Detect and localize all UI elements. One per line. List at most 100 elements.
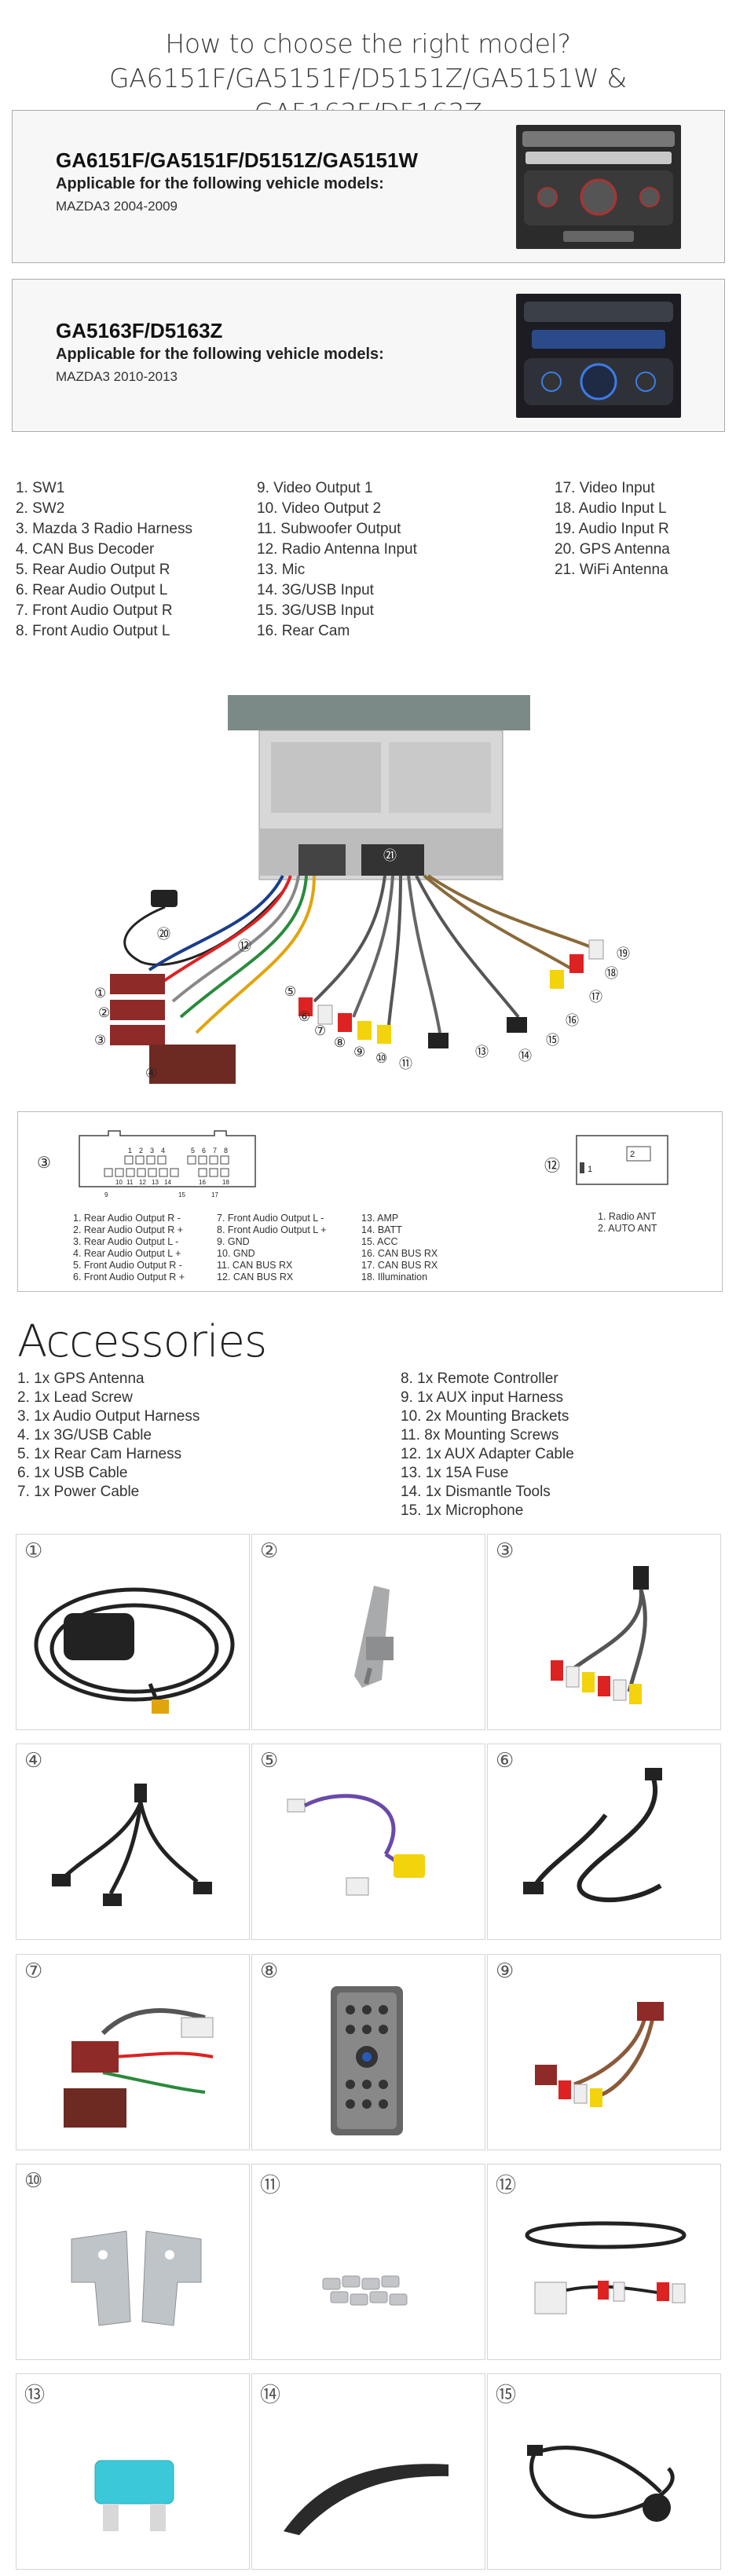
- model-vehicle-1: MAZDA3 2004-2009: [56, 199, 178, 214]
- accessory-card-gps-antenna: ①: [16, 1534, 250, 1730]
- list-item: 16. CAN BUS RX: [361, 1248, 438, 1259]
- list-item: 1. Rear Audio Output R -: [73, 1213, 181, 1224]
- microphone-icon: [527, 2445, 675, 2522]
- card-number: ⑪: [260, 2174, 281, 2197]
- wiring-label-20: ⑳: [157, 927, 170, 942]
- accessory-card-mounting-screws: ⑪: [251, 2164, 485, 2360]
- antenna-pin-1: 1: [588, 1165, 592, 1174]
- wiring-label-9: ⑨: [353, 1045, 365, 1059]
- list-item: 5. Rear Audio Output R: [16, 562, 170, 578]
- list-item: 2. AUTO ANT: [598, 1223, 657, 1234]
- antenna-connector: 2 1: [576, 1135, 668, 1185]
- accessory-card-mounting-brackets: ⑩: [16, 2164, 250, 2360]
- power-cable-icon: [64, 2008, 214, 2128]
- list-item: 12. Radio Antenna Input: [257, 541, 417, 558]
- list-item: 1. SW1: [16, 480, 65, 496]
- audio-harness-icon: [551, 1566, 649, 1704]
- list-item: 14. 1x Dismantle Tools: [401, 1484, 551, 1500]
- model-name-2: GA5163F/D5163Z: [56, 319, 223, 342]
- pin-bottom-18: 18: [222, 1179, 229, 1186]
- accessory-card-aux-input-harness: ⑨: [487, 1954, 721, 2150]
- pin-top-1: 1: [128, 1147, 132, 1154]
- list-item: 4. 1x 3G/USB Cable: [17, 1427, 152, 1444]
- lead-screw-icon: [354, 1586, 394, 1688]
- list-item: 18. Audio Input L: [555, 500, 667, 517]
- pin-bottom-13: 13: [152, 1179, 159, 1186]
- antenna-pin-2: 2: [630, 1150, 635, 1159]
- wiring-label-16: ⑯: [566, 1013, 579, 1028]
- wiring-label-5: ⑤: [284, 984, 296, 999]
- remote-controller-icon: [331, 1986, 403, 2135]
- list-item: 7. Front Audio Output L -: [217, 1213, 324, 1224]
- parts-list-col-2: 9. Video Output 1 10. Video Output 2 11.…: [257, 478, 417, 642]
- list-item: 11. 8x Mounting Screws: [401, 1427, 559, 1444]
- model-vehicle-2: MAZDA3 2010-2013: [56, 369, 178, 384]
- accessories-title: Accessories: [17, 1316, 267, 1367]
- pinout-box: ③ ⑫ 1 2 3 4 5 6 7 8 9 10 11 12 13 14 15 …: [17, 1111, 723, 1292]
- list-item: 4. CAN Bus Decoder: [16, 541, 155, 558]
- list-item: 3. 1x Audio Output Harness: [17, 1408, 200, 1425]
- list-item: 17. CAN BUS RX: [361, 1260, 438, 1271]
- parts-list-col-3: 17. Video Input 18. Audio Input L 19. Au…: [555, 478, 670, 580]
- card-number: ③: [496, 1539, 514, 1563]
- accessories-col-1: 1. 1x GPS Antenna 2. 1x Lead Screw 3. 1x…: [17, 1370, 200, 1502]
- list-item: 6. 1x USB Cable: [17, 1465, 128, 1481]
- accessory-card-microphone: ⑮: [487, 2373, 721, 2570]
- pin-bottom-14: 14: [164, 1179, 171, 1186]
- pin-bottom-12: 12: [139, 1179, 146, 1186]
- list-item: 13. 1x 15A Fuse: [401, 1465, 509, 1481]
- pin-top-7: 7: [213, 1147, 217, 1154]
- wiring-label-1: ①: [94, 986, 106, 1001]
- wiring-label-19: ⑲: [617, 946, 630, 961]
- list-item: 8. Front Audio Output L +: [217, 1224, 327, 1235]
- accessories-col-2: 8. 1x Remote Controller 9. 1x AUX input …: [401, 1370, 574, 1520]
- pin-bottom-11: 11: [126, 1179, 134, 1186]
- card-number: ⑬: [24, 2384, 46, 2407]
- wiring-label-15: ⑮: [546, 1033, 559, 1048]
- pin-bottom-16: 16: [199, 1179, 206, 1186]
- list-item: 18. Illumination: [361, 1272, 428, 1283]
- list-item: 15. ACC: [361, 1236, 398, 1247]
- card-number: ⑥: [496, 1749, 514, 1773]
- wiring-diagram: ⑳ ① ② ③ ④ ⑤ ⑥ ⑦ ⑧ ⑨ ⑩ ⑪ ⑫ ⑬ ⑭ ⑮ ⑯ ⑰ ⑱ ⑲ …: [94, 695, 630, 1084]
- pin-bottom-10: 10: [115, 1179, 123, 1186]
- accessory-card-dismantle-tools: ⑭: [251, 2373, 485, 2570]
- list-item: 7. Front Audio Output R: [16, 602, 173, 619]
- accessory-card-rear-cam-harness: ⑤: [251, 1744, 485, 1940]
- accessory-card-power-cable: ⑦: [16, 1954, 250, 2150]
- list-item: 21. WiFi Antenna: [555, 562, 668, 578]
- antenna-list: 1. Radio ANT 2. AUTO ANT: [598, 1211, 657, 1235]
- mounting-bracket-icon: [71, 2230, 202, 2326]
- pinout-col-2: 7. Front Audio Output L - 8. Front Audio…: [217, 1213, 327, 1283]
- list-item: 8. Front Audio Output L: [16, 623, 170, 639]
- list-item: 14. BATT: [361, 1224, 402, 1235]
- accessory-card-usb-cable: ⑥: [487, 1744, 721, 1940]
- usb-cable-icon: [52, 1784, 212, 1906]
- list-item: 2. Rear Audio Output R +: [73, 1224, 184, 1235]
- card-number: ⑮: [496, 2384, 517, 2407]
- model-name-1: GA6151F/GA5151F/D5151Z/GA5151W: [56, 148, 418, 172]
- list-item: 13. AMP: [361, 1213, 399, 1224]
- pinout-number-right: ⑫: [544, 1158, 560, 1175]
- list-item: 5. 1x Rear Cam Harness: [17, 1446, 182, 1462]
- list-item: 13. Mic: [257, 562, 306, 578]
- wiring-label-18: ⑱: [605, 966, 618, 981]
- list-item: 4. Rear Audio Output L +: [73, 1248, 181, 1259]
- list-item: 5. Front Audio Output R -: [73, 1260, 182, 1271]
- gps-antenna-icon: [34, 1587, 235, 1714]
- list-item: 3. Rear Audio Output L -: [73, 1236, 179, 1247]
- wiring-label-21: ㉑: [383, 848, 397, 863]
- card-number: ④: [24, 1749, 43, 1773]
- list-item: 2. SW2: [16, 500, 65, 517]
- list-item: 6. Rear Audio Output L: [16, 582, 168, 598]
- list-item: 16. Rear Cam: [257, 623, 350, 639]
- wiring-label-4: ④: [145, 1066, 157, 1081]
- card-number: ①: [24, 1539, 43, 1563]
- list-item: 3. Mazda 3 Radio Harness: [16, 521, 192, 537]
- card-number: ⑫: [496, 2174, 517, 2197]
- list-item: 19. Audio Input R: [555, 521, 669, 537]
- pinout-col-1: 1. Rear Audio Output R - 2. Rear Audio O…: [73, 1213, 185, 1283]
- model-box-1: GA6151F/GA5151F/D5151Z/GA5151W Applicabl…: [12, 110, 725, 263]
- pin-bottom-17: 17: [211, 1191, 218, 1198]
- list-item: 9. Video Output 1: [257, 480, 373, 496]
